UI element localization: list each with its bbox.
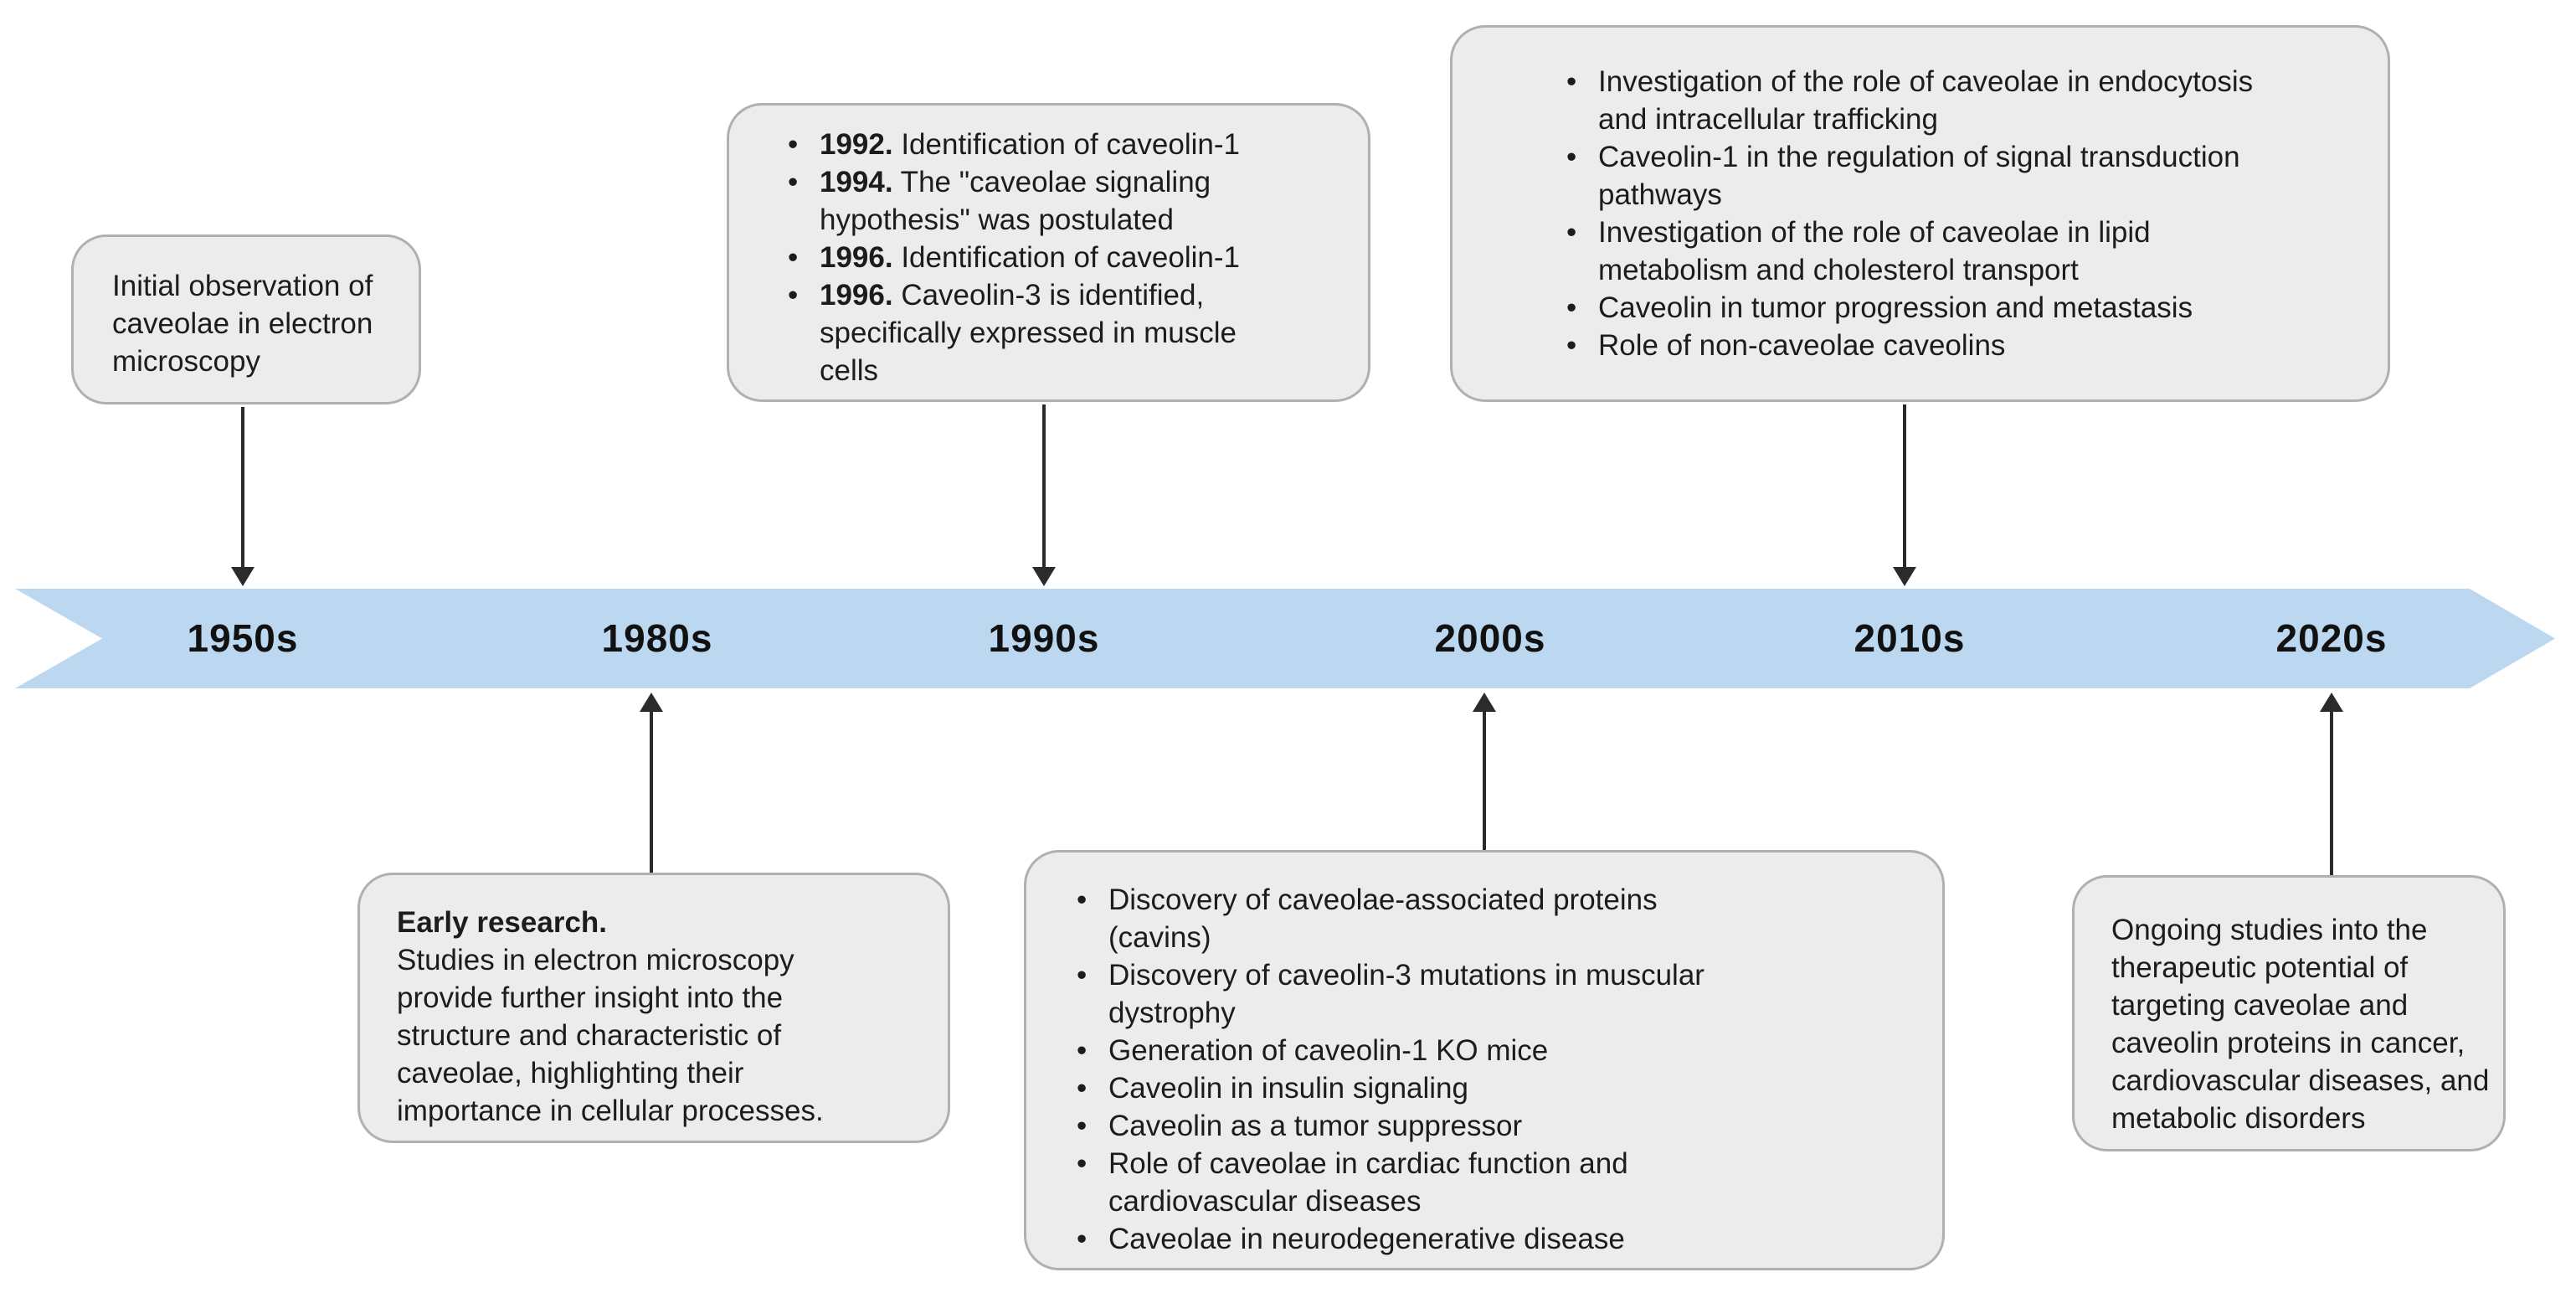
connector-line [650, 709, 653, 873]
connector-line [1903, 404, 1906, 569]
event-text-1980s: Studies in electron microscopy provide f… [397, 944, 824, 1127]
bullet-item: Generation of caveolin-1 KO mice [1072, 1032, 1929, 1069]
bullet-item: 1996. Caveolin-3 is identified, specific… [783, 276, 1355, 389]
event-box-2010s: Investigation of the role of caveolae in… [1450, 25, 2390, 402]
bullet-item: Discovery of caveolae-associated protein… [1072, 881, 1929, 956]
event-text-2020s: Ongoing studies into the therapeutic pot… [2111, 914, 2490, 1135]
connector-arrow-1950s [230, 407, 255, 586]
milestone-list-2000s: Discovery of caveolae-associated protein… [1026, 853, 1942, 1258]
bullet-item: Caveolin in tumor progression and metast… [1561, 289, 2374, 327]
milestone-list-1990s: 1992. Identification of caveolin-11994. … [729, 106, 1368, 389]
event-box-2020s: Ongoing studies into the therapeutic pot… [2072, 875, 2506, 1151]
bullet-item: 1992. Identification of caveolin-1 [783, 126, 1355, 163]
arrowhead-up-icon [1473, 693, 1496, 712]
event-text-1950s: Initial observation of caveolae in elect… [112, 270, 373, 378]
arrowhead-up-icon [2320, 693, 2343, 712]
event-heading-1980s: Early research. [397, 906, 608, 939]
bullet-item: 1996. Identification of caveolin-1 [783, 239, 1355, 276]
connector-arrow-1990s [1031, 404, 1057, 586]
bullet-item: Discovery of caveolin-3 mutations in mus… [1072, 956, 1929, 1032]
event-box-1950s: Initial observation of caveolae in elect… [71, 234, 421, 404]
arrowhead-down-icon [1032, 567, 1056, 586]
bullet-item: Role of non-caveolae caveolins [1561, 327, 2374, 364]
bullet-item: Caveolin in insulin signaling [1072, 1069, 1929, 1107]
connector-line [1042, 404, 1046, 569]
bullet-item: Caveolin-1 in the regulation of signal t… [1561, 138, 2374, 214]
bullet-item: 1994. The "caveolae signaling hypothesis… [783, 163, 1355, 239]
connector-arrow-2020s [2319, 693, 2344, 875]
connector-line [1483, 709, 1486, 850]
bullet-item: Caveolin as a tumor suppressor [1072, 1107, 1929, 1145]
bullet-item: Investigation of the role of caveolae in… [1561, 214, 2374, 289]
bullet-item: Role of caveolae in cardiac function and… [1072, 1145, 1929, 1220]
milestone-list-2010s: Investigation of the role of caveolae in… [1453, 28, 2388, 364]
arrowhead-down-icon [231, 567, 255, 586]
connector-arrow-1980s [639, 693, 664, 873]
connector-arrow-2010s [1892, 404, 1917, 586]
bullet-item: Investigation of the role of caveolae in… [1561, 63, 2374, 138]
timeline-band-arrow [15, 589, 2555, 688]
arrowhead-up-icon [640, 693, 663, 712]
event-box-1980s: Early research. Studies in electron micr… [357, 873, 950, 1143]
connector-line [241, 407, 244, 569]
bullet-item: Caveolae in neurodegenerative disease [1072, 1220, 1929, 1258]
connector-arrow-2000s [1472, 693, 1497, 850]
event-box-1990s: 1992. Identification of caveolin-11994. … [727, 103, 1370, 402]
event-box-2000s: Discovery of caveolae-associated protein… [1024, 850, 1945, 1270]
connector-line [2330, 709, 2333, 875]
arrowhead-down-icon [1893, 567, 1916, 586]
